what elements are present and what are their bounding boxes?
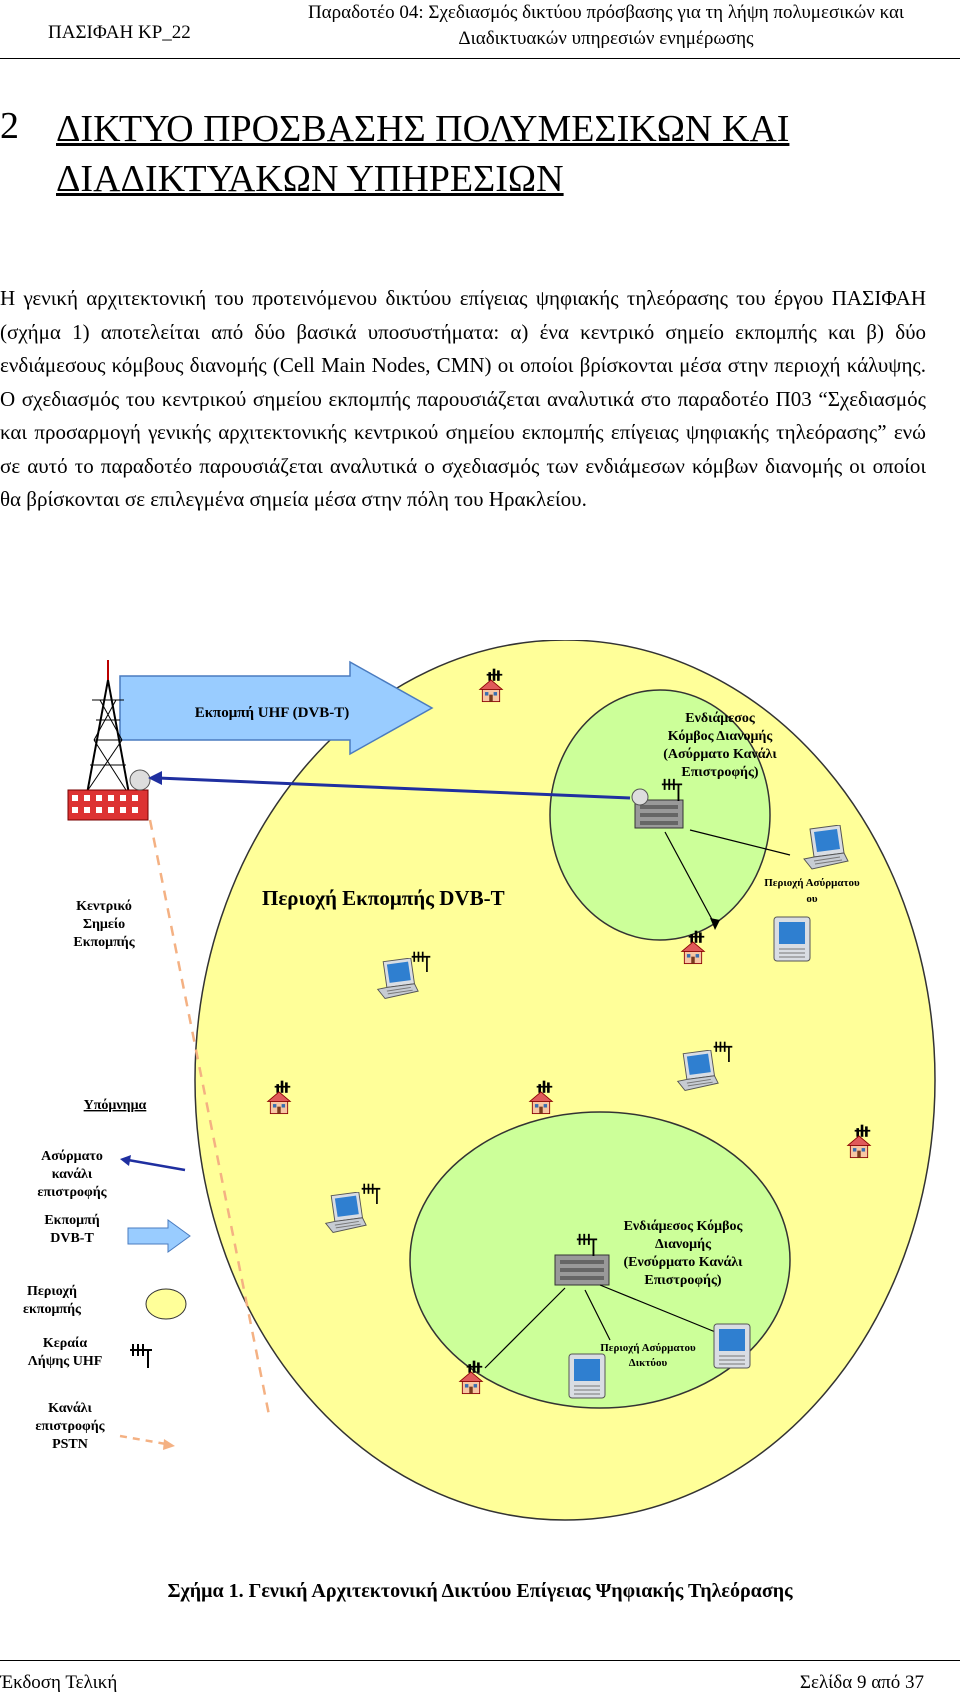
legend-pstn-line1: Κανάλι <box>48 1401 92 1416</box>
dvbt-area-label: Περιοχή Εκπομπής DVB-T <box>262 886 505 910</box>
tablet-icon <box>568 1353 606 1399</box>
header-deliverable: Παραδοτέο 04: Σχεδιασμός δικτύου πρόσβασ… <box>286 0 926 52</box>
wired-node-line4: Επιστροφής) <box>644 1273 722 1288</box>
header-project: ΠΑΣΙΦΑΗ ΚΡ_22 <box>48 22 191 43</box>
header-deliverable-line1: Παραδοτέο 04: Σχεδιασμός δικτύου πρόσβασ… <box>307 2 905 23</box>
uhf-arrow-label: Εκπομπή UHF (DVB-T) <box>195 705 350 721</box>
wired-node-line3: (Ενσύρματο Κανάλι <box>623 1255 743 1270</box>
section-title-line1: ΔΙΚΤΥΟ ΠΡΟΣΒΑΣΗΣ ΠΟΛΥΜΕΣΙΚΩΝ ΚΑΙ <box>56 108 790 150</box>
wired-node-line1: Ενδιάμεσος Κόμβος <box>624 1219 744 1234</box>
wireless-area-2-line1: Περιοχή Ασύρματου <box>600 1342 696 1354</box>
uhf-arrow <box>119 660 434 756</box>
legend-title: Υπόμνημα <box>84 1098 147 1113</box>
section-title: ΔΙΚΤΥΟ ΠΡΟΣΒΑΣΗΣ ΠΟΛΥΜΕΣΙΚΩΝ ΚΑΙ ΔΙΑΔΙΚΤ… <box>56 104 916 204</box>
wireless-area-1-line1: Περιοχή Ασύρματου <box>764 877 860 889</box>
wired-node-line2: Διανομής <box>655 1237 712 1252</box>
wired-node-building-icon <box>554 1254 610 1286</box>
wireless-area-1-line2: ου <box>806 893 818 905</box>
legend-pstn-line2: επιστροφής <box>35 1419 105 1434</box>
header-deliverable-line2: Διαδικτυακών υπηρεσιών ενημέρωσης <box>458 28 754 49</box>
wireless-node-label: Ενδιάμεσος Κόμβος Διανομής (Ασύρματο Καν… <box>663 711 777 780</box>
footer-edition: Έκδοση Τελική <box>0 1672 118 1693</box>
header-rule <box>0 58 960 59</box>
wireless-area-1-label: Περιοχή Ασύρματου ου <box>764 877 860 905</box>
wired-node-label: Ενδιάμεσος Κόμβος Διανομής (Ενσύρματο Κα… <box>623 1219 743 1288</box>
central-point-line3: Εκπομπής <box>73 935 135 950</box>
tablet-icon <box>713 1323 751 1369</box>
footer-rule <box>0 1660 960 1661</box>
legend: Υπόμνημα Ασύρματο κανάλι επιστροφής Εκπο… <box>23 1098 191 1452</box>
legend-dvbt-line1: Εκπομπή <box>44 1213 99 1228</box>
footer-page-number: Σελίδα 9 από 37 <box>799 1672 924 1693</box>
architecture-figure: Εκπομπή UHF (DVB-T) <box>0 639 960 1560</box>
wireless-node-line3: (Ασύρματο Κανάλι <box>663 747 777 762</box>
legend-wireless-line2: κανάλι <box>52 1167 93 1182</box>
legend-dvbt-line2: DVB-T <box>50 1231 94 1246</box>
legend-area-line2: εκπομπής <box>23 1302 82 1317</box>
central-point-label: Κεντρικό Σημείο Εκπομπής <box>73 899 135 950</box>
legend-wireless-line1: Ασύρματο <box>41 1149 103 1164</box>
section-number: 2 <box>0 105 19 147</box>
legend-antenna-line1: Κεραία <box>43 1336 88 1351</box>
figure-caption: Σχήμα 1. Γενική Αρχιτεκτονική Δικτύου Επ… <box>167 1580 793 1602</box>
transmission-tower-icon <box>67 660 151 821</box>
legend-antenna-line2: Λήψης UHF <box>28 1354 103 1369</box>
section-title-line2: ΔΙΑΔΙΚΤΥΑΚΩΝ ΥΠΗΡΕΣΙΩΝ <box>56 158 564 200</box>
body-paragraph: Η γενική αρχιτεκτονική του προτεινόμενου… <box>0 286 926 511</box>
central-point-line1: Κεντρικό <box>76 899 132 914</box>
wireless-node-line1: Ενδιάμεσος <box>685 711 756 726</box>
tablet-icon <box>773 916 811 962</box>
wireless-area-2-line2: Δικτύου <box>629 1357 668 1369</box>
wireless-node-building-icon <box>631 788 684 829</box>
legend-area-line1: Περιοχή <box>27 1284 77 1299</box>
wireless-node-line4: Επιστροφής) <box>681 765 759 780</box>
legend-antenna-icon <box>129 1343 153 1369</box>
wireless-area-2-label: Περιοχή Ασύρματου Δικτύου <box>600 1342 696 1369</box>
wireless-node-line2: Κόμβος Διανομής <box>668 729 774 744</box>
pstn-return-line <box>148 819 272 1421</box>
legend-wireless-line3: επιστροφής <box>37 1185 107 1200</box>
central-point-line2: Σημείο <box>83 917 125 932</box>
wireless-return-line <box>157 776 631 800</box>
legend-pstn-line3: PSTN <box>52 1437 88 1452</box>
